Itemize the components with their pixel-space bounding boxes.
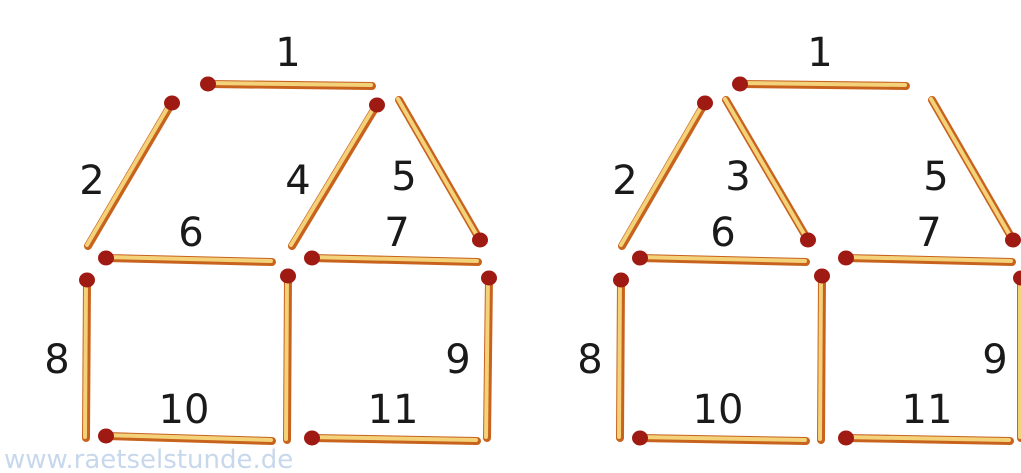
match-head (472, 233, 488, 248)
match-head (697, 96, 713, 111)
match-head (280, 269, 296, 284)
match-head (632, 431, 648, 446)
stick-body (739, 83, 905, 85)
match-head (164, 96, 180, 111)
stick-body (207, 83, 371, 85)
match-head (304, 431, 320, 446)
right-house-figure: 1 2 3 5 6 7 8 9 10 11 (577, 30, 1021, 446)
stick-number-label: 5 (391, 154, 416, 200)
match-head (1013, 271, 1021, 286)
stick-number-label: 3 (725, 154, 750, 200)
stick-number-label: 5 (923, 154, 948, 200)
match-head (369, 98, 385, 113)
match-head (632, 251, 648, 266)
match-head (200, 77, 216, 92)
match-head (481, 271, 497, 286)
stick-number-label: 8 (577, 337, 602, 383)
stick-number-label: 2 (612, 158, 637, 204)
matchstick-middle[interactable] (280, 269, 296, 441)
match-head (1005, 233, 1021, 248)
stick-body (286, 275, 287, 439)
match-head (79, 273, 95, 288)
matchstick-1[interactable] (200, 77, 372, 92)
stick-body (486, 277, 488, 437)
stick-body (820, 275, 821, 439)
stick-number-label: 2 (79, 158, 104, 204)
match-head (814, 269, 830, 284)
stick-number-label: 6 (178, 210, 203, 256)
matchstick-8[interactable] (79, 273, 95, 439)
match-head (613, 273, 629, 288)
stick-number-label: 4 (285, 158, 310, 204)
match-head (732, 77, 748, 92)
match-head (800, 233, 816, 248)
stick-number-label: 7 (384, 210, 409, 256)
matchstick-9[interactable] (1013, 271, 1021, 439)
stick-number-label: 9 (445, 337, 470, 383)
watermark: www.raetselstunde.de (4, 445, 293, 473)
stick-number-label: 9 (982, 337, 1007, 383)
match-head (838, 431, 854, 446)
matchstick-8[interactable] (613, 273, 629, 439)
matchstick-1[interactable] (732, 77, 906, 92)
stick-number-label: 11 (368, 387, 419, 433)
stick-number-label: 1 (275, 30, 300, 76)
stick-body (619, 279, 620, 437)
stick-number-label: 8 (44, 337, 69, 383)
stick-number-label: 10 (159, 387, 210, 433)
stick-number-label: 7 (916, 210, 941, 256)
matchstick-middle[interactable] (814, 269, 830, 441)
stick-number-label: 1 (807, 30, 832, 76)
matchstick-9[interactable] (481, 271, 497, 439)
stick-number-label: 6 (710, 210, 735, 256)
match-head (98, 251, 114, 266)
stick-number-label: 10 (693, 387, 744, 433)
stick-number-label: 11 (902, 387, 953, 433)
stick-body (85, 279, 86, 437)
match-head (98, 429, 114, 444)
match-head (304, 251, 320, 266)
match-head (838, 251, 854, 266)
left-house-figure: 1 2 4 5 6 7 8 9 10 11 (44, 30, 497, 446)
